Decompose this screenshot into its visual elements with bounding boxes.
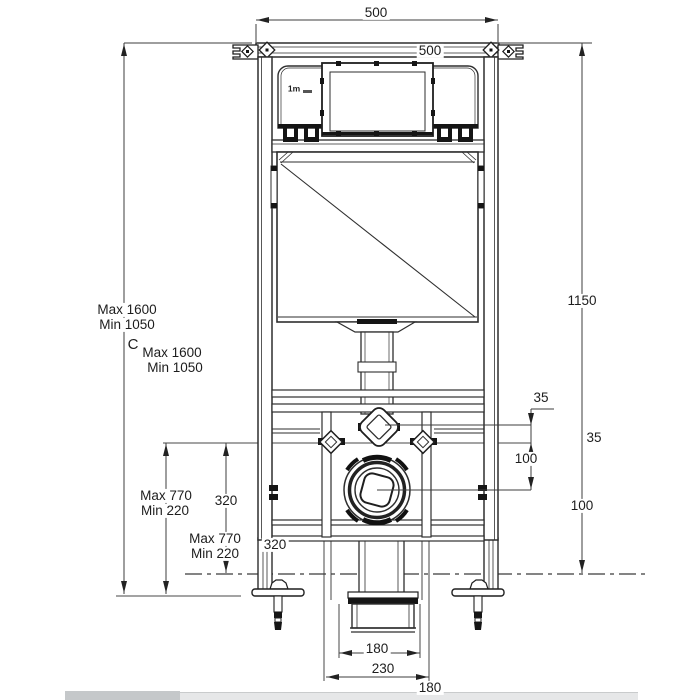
wall-bracket-right — [497, 44, 524, 60]
dim-anchor-above-floor: 320 — [212, 492, 240, 509]
dim-anchor-above-floor-duplicate: 320 — [261, 536, 289, 553]
dim-drain-width-duplicate: 180 — [416, 679, 444, 696]
bottom-table-edge-header — [65, 691, 180, 700]
flush-shoulder-right — [429, 65, 479, 129]
wall-bracket-left — [232, 44, 259, 60]
wall-anchor-right — [410, 429, 437, 455]
wall-anchor-left — [318, 429, 345, 455]
frame-corner-bolt-left — [258, 41, 276, 59]
dim-drain-width: 180 — [363, 640, 391, 657]
bottom-table-edge — [65, 692, 638, 700]
brand-mark: 1m — [287, 83, 301, 94]
dim-outlet-height-max-duplicate: Max 770 — [187, 530, 243, 547]
adjustable-foot-left — [251, 579, 305, 630]
drain-outlet-socket — [347, 539, 419, 633]
dim-outlet-height-min: Min 220 — [138, 502, 192, 519]
upright-clip-left — [269, 485, 278, 500]
dim-left-height-max: Max 1600 — [95, 301, 159, 318]
flush-access-window — [329, 71, 426, 132]
dim-supply-offset: 35 — [531, 389, 551, 406]
dim-left-height-max-duplicate: Max 1600 — [140, 344, 204, 361]
frame-uprights — [257, 56, 499, 541]
dim-anchor-to-drain: 100 — [512, 450, 540, 467]
frame-upper-crossrail — [271, 139, 485, 153]
dim-right-height: 1150 — [565, 292, 599, 309]
dim-rail-spacing: 230 — [369, 660, 397, 677]
brand-mark-dash — [303, 90, 312, 93]
dim-outlet-height-max: Max 770 — [138, 487, 194, 504]
dim-supply-offset-duplicate: 35 — [584, 429, 604, 446]
frame-corner-bolt-right — [482, 41, 500, 59]
extension-lines — [116, 442, 531, 681]
flush-pipe — [334, 319, 418, 415]
dim-left-height-min: Min 1050 — [97, 316, 157, 333]
water-supply-fitting — [358, 407, 400, 447]
dim-outlet-height-min-duplicate: Min 220 — [188, 545, 242, 562]
dim-left-height-min-duplicate: Min 1050 — [145, 359, 205, 376]
upright-clip-right — [478, 485, 487, 500]
adjustable-foot-right — [451, 579, 505, 630]
flush-shoulder-left — [277, 65, 326, 129]
dim-anchor-to-drain-duplicate: 100 — [568, 497, 596, 514]
flush-box-clips — [283, 128, 473, 142]
cistern — [270, 151, 485, 323]
dim-top-width: 500 — [362, 4, 390, 21]
cistern-diagonal — [280, 163, 476, 318]
flush-actuator-unit — [277, 61, 479, 142]
reference-letter-c: C — [126, 336, 140, 354]
dim-top-width-duplicate: 500 — [416, 42, 444, 59]
frame-top-rail — [255, 42, 500, 58]
